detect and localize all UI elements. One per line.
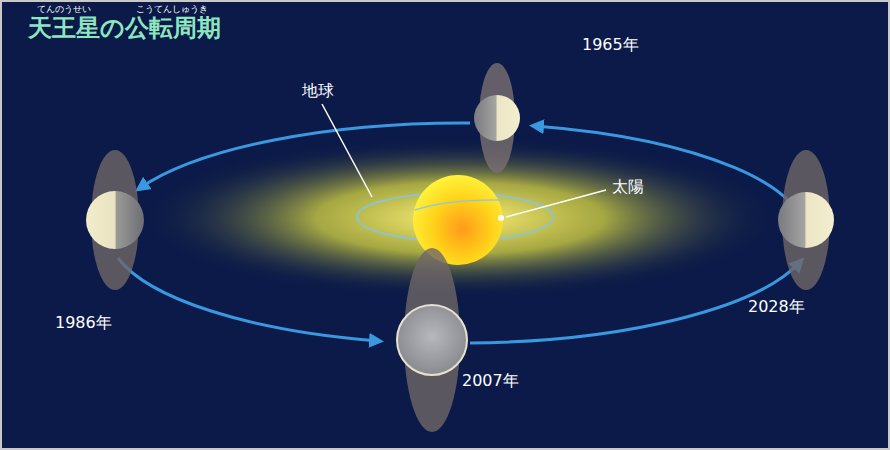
earth-label: 地球 xyxy=(302,82,334,100)
sun-label: 太陽 xyxy=(612,178,644,196)
furigana: てんのうせい xyxy=(37,5,91,14)
diagram-title: 天王星の公転周期 xyxy=(28,16,221,40)
year-label: 1986年 xyxy=(55,314,112,332)
year-label: 2007年 xyxy=(462,372,519,390)
furigana: こうてんしゅうき xyxy=(136,5,208,14)
year-label: 1965年 xyxy=(582,36,639,54)
year-label: 2028年 xyxy=(748,298,805,316)
